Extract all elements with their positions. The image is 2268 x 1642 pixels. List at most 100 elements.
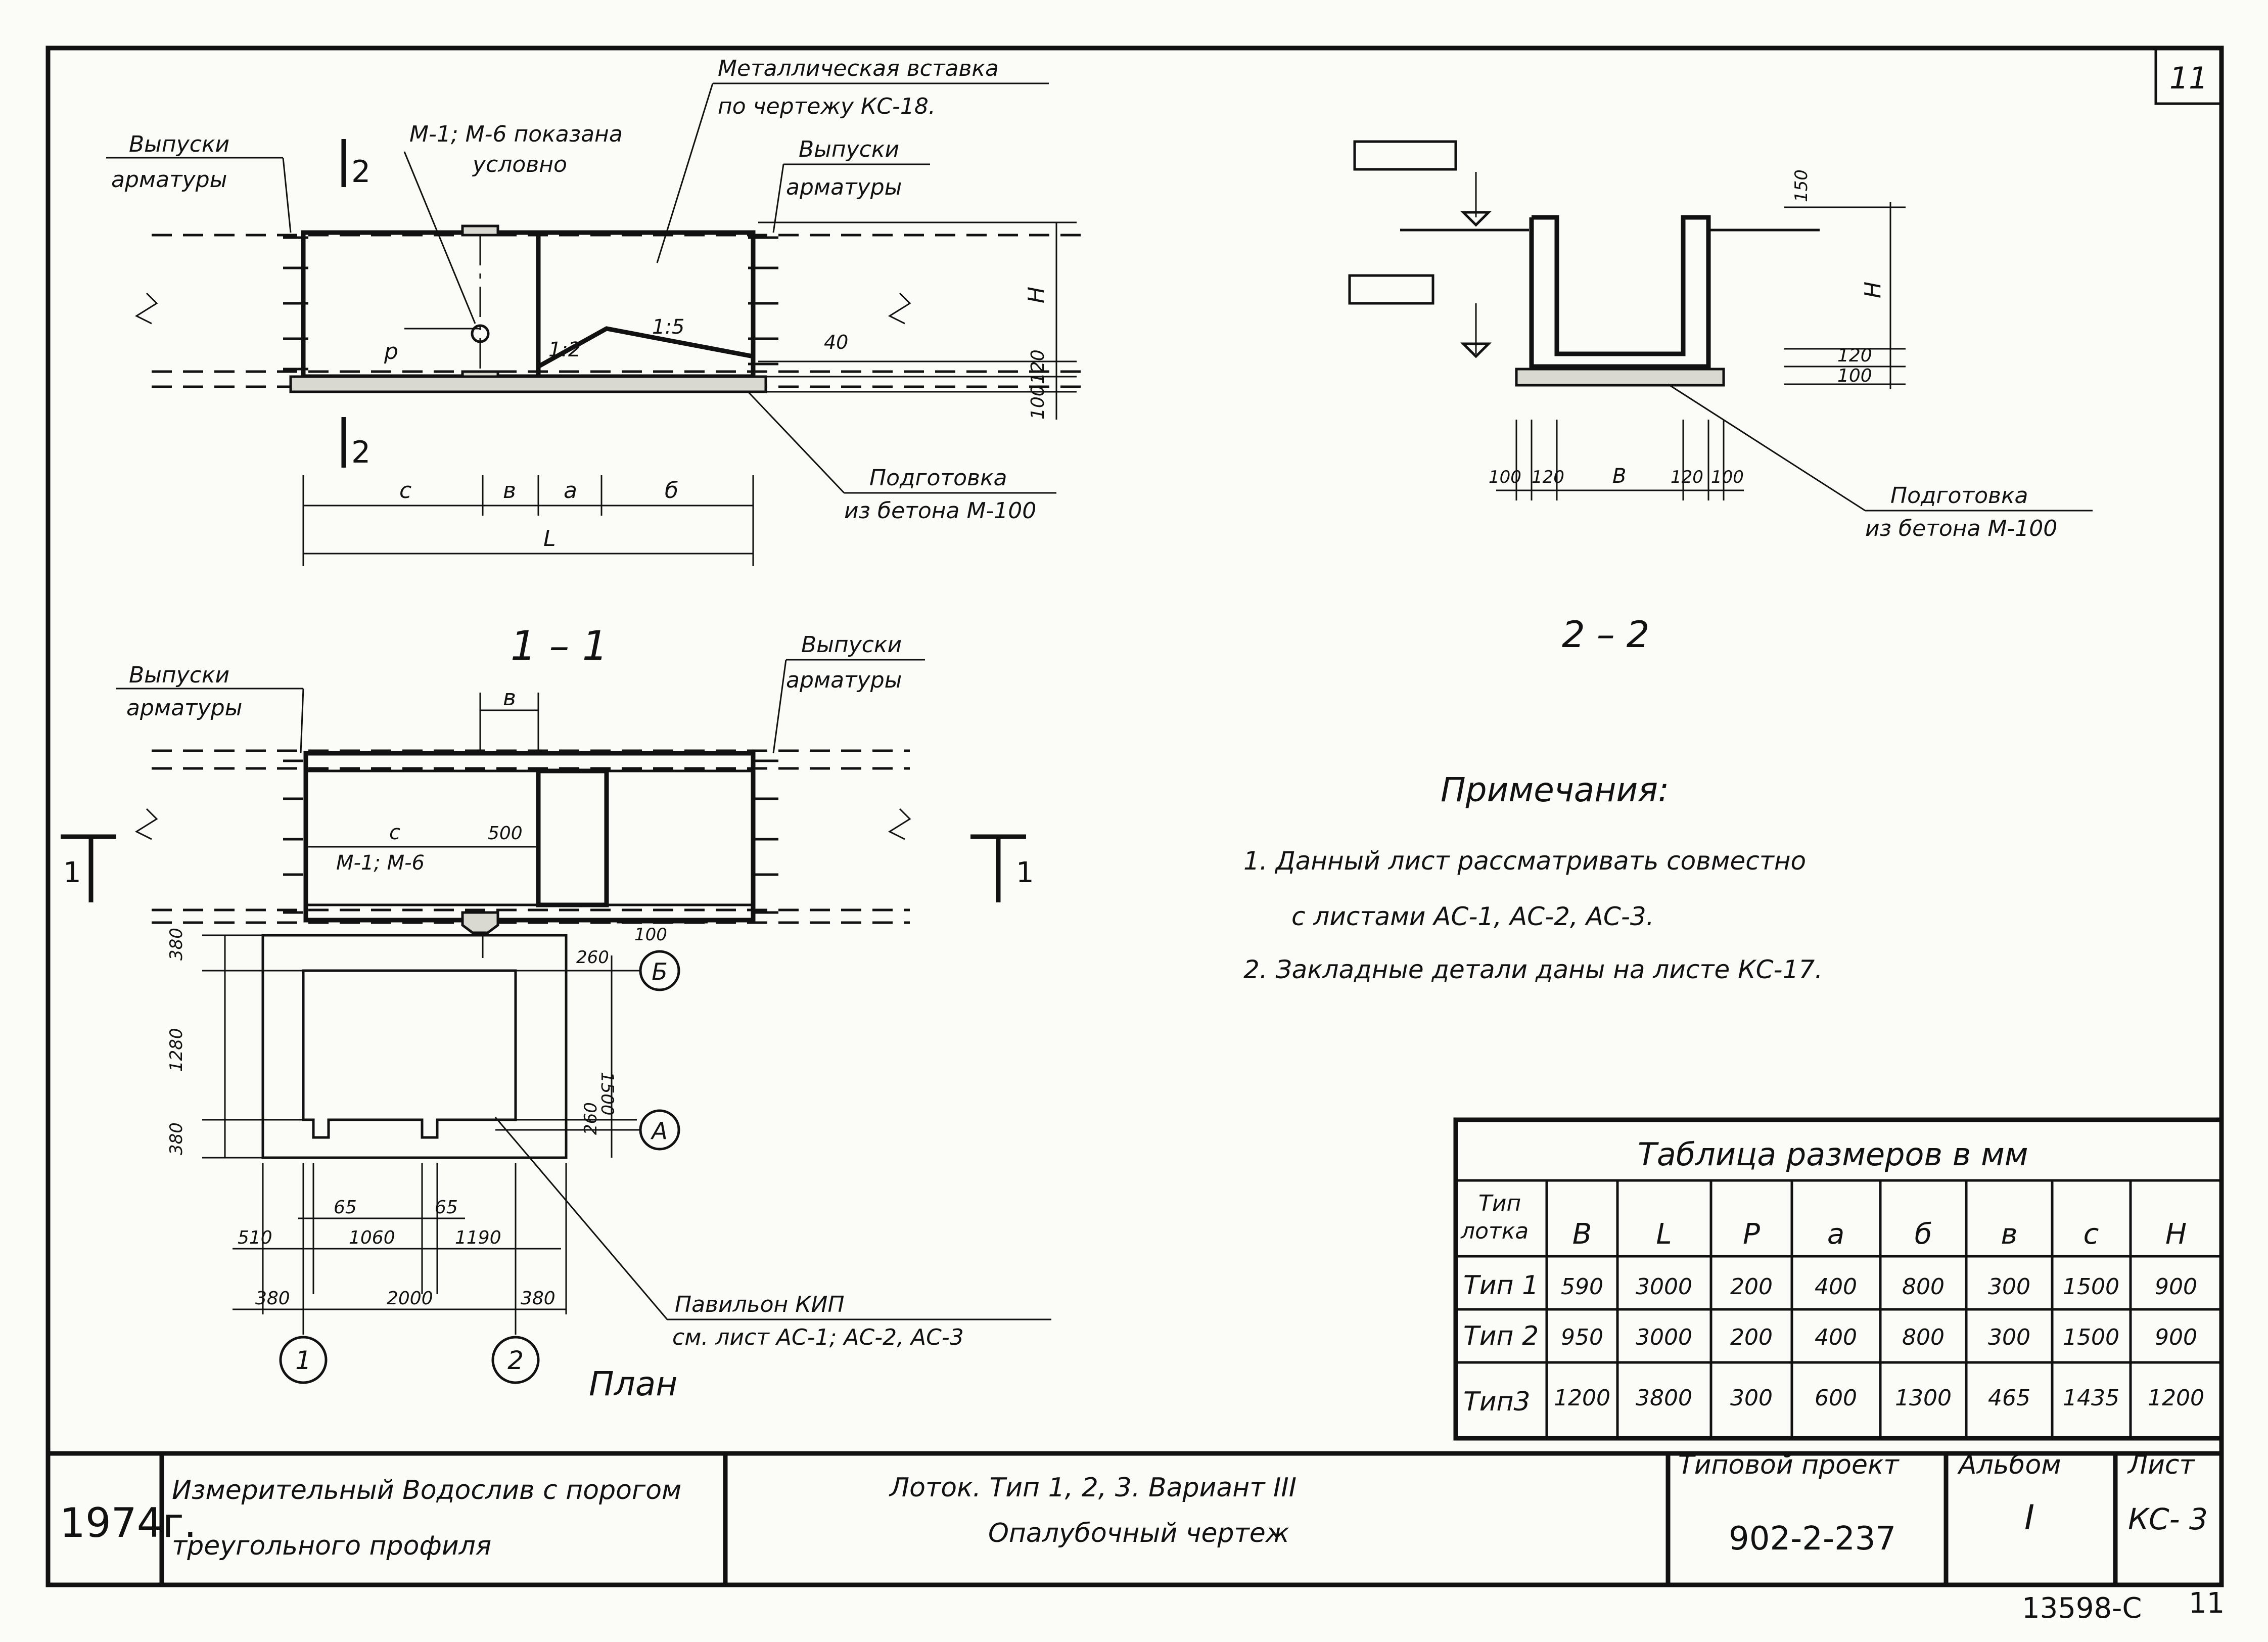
title-block-frame [45,1451,2224,1587]
leader-pavilion [494,1117,668,1320]
dim-ticks [202,934,303,1159]
year: 1974г. [60,1499,197,1546]
sheet-label: Лист [2127,1450,2195,1480]
dim-1190: 1190 [455,1227,501,1248]
flume-body [301,230,756,379]
embedded-plate-top [461,224,499,237]
break-mark-left [134,808,158,840]
notes-title: Примечания: [1441,770,1669,809]
dim-100: 100 [634,925,667,945]
plan-insert [536,768,609,907]
description-line2: Опалубочный чертеж [988,1518,1289,1548]
row-2-B: 950 [1561,1325,1603,1350]
leader-metal-insert [656,83,714,263]
rebar-outlets-left [283,759,303,914]
dim-ticks [262,1163,567,1314]
dim-150: 150 [1791,169,1812,202]
section-1-1-title: 1 – 1 [511,622,608,669]
plan-view: Выпуски арматуры Выпуски арматуры в c 50… [61,632,1051,1403]
level-marker-upper [1460,211,1492,227]
row-2-a: 400 [1815,1325,1857,1350]
mark-circle [471,324,490,343]
dim-100: 100 [1837,366,1872,386]
axis-1: 1 [295,1346,311,1375]
corner-number-box [2154,47,2223,105]
description-line1: Лоток. Тип 1, 2, 3. Вариант III [889,1473,1297,1503]
mark-conditional-line1: М-1; М-6 показана [409,121,623,147]
slope-1-5: 1:5 [652,315,684,339]
plan-title: План [589,1364,677,1403]
dim-380-left: 380 [255,1288,290,1309]
row-1-H: 900 [2155,1274,2197,1300]
row-1-P: 200 [1730,1274,1773,1300]
table-column-dividers [1545,1180,2132,1438]
section-2-2: 150 H 120 100 100 120 B 120 100 Подготов… [1348,140,2093,656]
row-2-v: 300 [1988,1325,2030,1350]
outlets-right-line1: Выпуски [799,136,899,162]
dim-380-right: 380 [521,1288,556,1309]
rebar-outlets-right [753,759,778,914]
leader-outlets-right [772,659,787,754]
break-mark-left [134,292,158,325]
row-1-L: 3000 [1636,1274,1692,1300]
row-3-v: 465 [1988,1385,2030,1411]
archive-code: 13598-C [2022,1592,2142,1625]
dimension-table: Таблица размеров в мм Тип лотка В L Р а … [1453,1117,2224,1441]
col-B: В [1572,1218,1592,1251]
archive-number: 11 [2189,1587,2225,1620]
note-1-cont: с листами АС-1, АС-2, АС-3. [1291,902,1654,931]
outlets-left-line1: Выпуски [129,662,229,688]
dim-left-380-bottom: 380 [166,1122,187,1155]
pavilion-outline [261,934,568,1159]
dim-510: 510 [238,1227,272,1248]
level-marker-lower [1460,342,1492,358]
col-v: в [2001,1218,2017,1251]
row-3-c: 1435 [2063,1385,2119,1411]
base-line1: Подготовка [1890,483,2028,509]
dim-40: 40 [824,331,848,353]
leader-base [747,391,845,494]
axis-2: 2 [507,1346,524,1375]
row-3-type: Тип3 [1463,1387,1531,1417]
album-label: Альбом [1957,1450,2061,1480]
row-1-type: Тип 1 [1463,1270,1539,1301]
mark-conditional-line2: условно [472,152,567,177]
leader-outlets-right [772,164,784,233]
concrete-base [1515,368,1725,387]
dim-bottom-120-left: 120 [1532,467,1564,487]
row-3-P: 300 [1730,1385,1773,1411]
dim-bottom-B: B [1612,465,1626,488]
section-mark-2-bottom: 2 [351,435,371,470]
row-1-B: 590 [1561,1274,1603,1300]
dim-left-1280: 1280 [166,1028,187,1072]
project-name-line2: треугольного профиля [172,1531,491,1561]
dim-bottom-120-right: 120 [1671,467,1703,487]
leader-base [1668,383,1866,512]
col-c: с [2084,1218,2099,1251]
row-2-L: 3000 [1636,1325,1692,1350]
dim-bottom-100-right: 100 [1711,467,1744,487]
corner-number: 11 [2169,61,2208,96]
section-2-2-title: 2 – 2 [1562,613,1649,656]
section-mark-1-right: 1 [1016,856,1034,889]
dim-H: H [1860,282,1886,298]
dim-260-top: 260 [576,947,609,968]
leader-mark [403,151,476,324]
row-3-a: 600 [1815,1385,1857,1411]
row-1-b: 800 [1902,1274,1945,1300]
row-2-c: 1500 [2063,1325,2119,1350]
header-type-line1: Тип [1478,1191,1521,1216]
plan-channel [303,751,756,923]
rebar-outlets-right [748,236,778,366]
dim-b: б [665,478,678,504]
rebar-outlets-left [283,236,308,371]
dim-ticks [302,475,754,566]
axis-B: Б [652,958,668,985]
outlets-left-line1: Выпуски [129,131,229,157]
row-2-b: 800 [1902,1325,1945,1350]
dim-c: c [389,821,400,844]
leader-outlets-left [300,688,304,754]
axis-bubble-2 [491,1336,540,1384]
dim-H: H [1024,287,1049,303]
